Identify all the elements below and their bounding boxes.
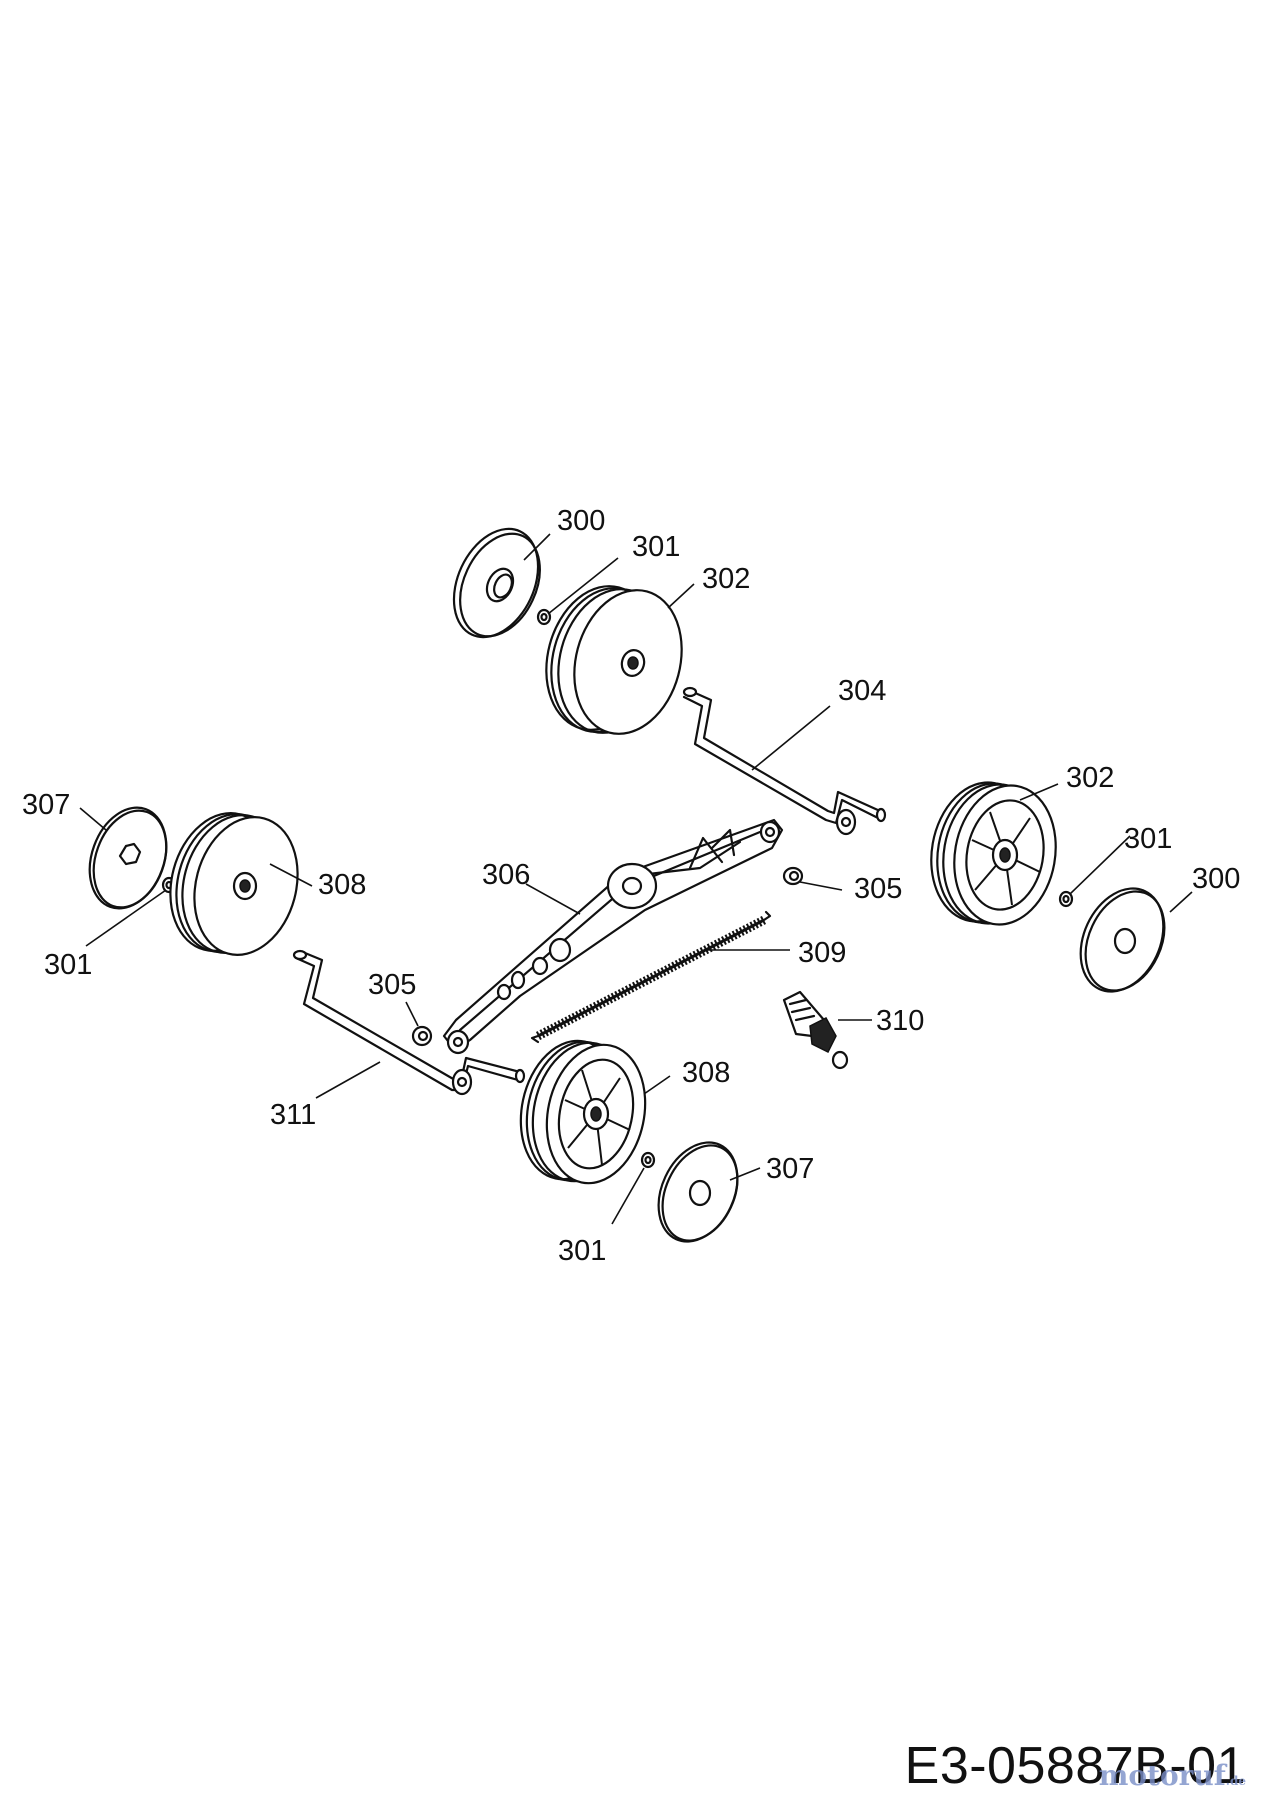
callout-300: 300 bbox=[557, 505, 605, 537]
callout-302: 302 bbox=[702, 563, 750, 595]
callout-302: 302 bbox=[1066, 762, 1114, 794]
part-309-spring[interactable] bbox=[530, 910, 772, 1044]
watermark-tld: .de bbox=[1225, 1774, 1246, 1788]
part-301-washer-right[interactable] bbox=[1058, 890, 1074, 908]
part-307-hubcap-bottom[interactable] bbox=[643, 1130, 752, 1255]
part-306-height-adjuster[interactable] bbox=[442, 818, 784, 1055]
callout-308: 308 bbox=[682, 1057, 730, 1089]
part-308-wheel-bottom[interactable] bbox=[508, 1032, 657, 1193]
callout-306: 306 bbox=[482, 859, 530, 891]
callout-301: 301 bbox=[558, 1235, 606, 1267]
part-310-adjuster-lever[interactable] bbox=[782, 990, 849, 1070]
callout-301: 301 bbox=[1124, 823, 1172, 855]
callout-305: 305 bbox=[854, 873, 902, 905]
part-308-wheel-left[interactable] bbox=[156, 801, 313, 966]
part-305-bushing-left[interactable] bbox=[411, 1025, 433, 1047]
callout-307: 307 bbox=[766, 1153, 814, 1185]
part-301-washer-bottom[interactable] bbox=[640, 1151, 656, 1169]
part-305-bushing-right[interactable] bbox=[782, 866, 804, 886]
callout-310: 310 bbox=[876, 1005, 924, 1037]
part-300-hubcap-top[interactable] bbox=[437, 515, 555, 650]
callout-300: 300 bbox=[1192, 863, 1240, 895]
callout-305: 305 bbox=[368, 969, 416, 1001]
callout-301: 301 bbox=[44, 949, 92, 981]
part-311-axle-bottom[interactable] bbox=[292, 949, 526, 1096]
part-307-hubcap-left[interactable] bbox=[76, 797, 179, 919]
callout-301: 301 bbox=[632, 531, 680, 563]
part-302-wheel-top[interactable] bbox=[531, 574, 697, 746]
watermark-logo: motoruf.de bbox=[1099, 1759, 1246, 1792]
drawing-code: E3-05887B-01 bbox=[904, 1737, 1246, 1795]
callout-309: 309 bbox=[798, 937, 846, 969]
leader-lines bbox=[79, 533, 1193, 1225]
part-301-washer-top[interactable] bbox=[536, 608, 552, 626]
callout-311: 311 bbox=[270, 1099, 316, 1131]
callout-labels: 300 301 302 304 302 307 306 305 308 301 … bbox=[22, 505, 1240, 1267]
callout-308: 308 bbox=[318, 869, 366, 901]
part-300-hubcap-right[interactable] bbox=[1065, 875, 1180, 1005]
watermark-text: motoruf bbox=[1098, 1759, 1226, 1792]
part-302-wheel-right[interactable] bbox=[921, 774, 1067, 932]
part-304-axle-top[interactable] bbox=[682, 686, 887, 836]
callout-307: 307 bbox=[22, 789, 70, 821]
callout-304: 304 bbox=[838, 675, 886, 707]
